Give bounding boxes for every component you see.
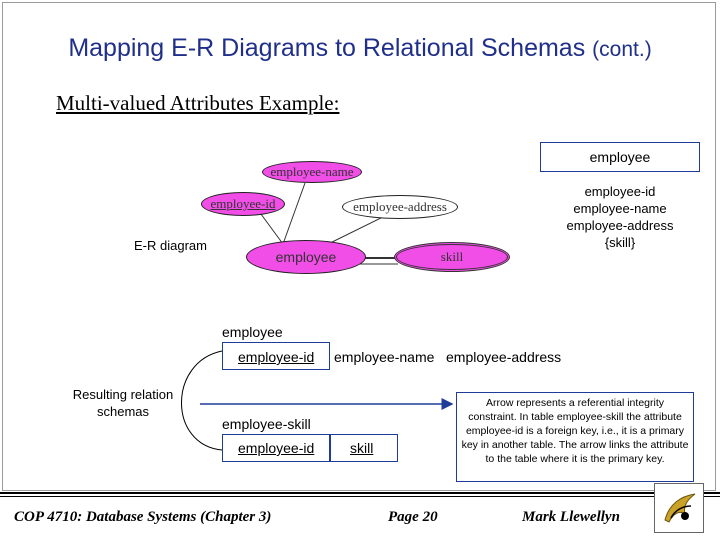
fk-curve xyxy=(181,350,223,451)
slide-title-main: Mapping E-R Diagrams to Relational Schem… xyxy=(68,34,586,62)
relation-employee-skill-col-skill: skill xyxy=(350,440,374,456)
footer-rule-top xyxy=(0,492,720,494)
relation-employee-skill-name: employee-skill xyxy=(222,416,311,432)
relations-label: Resulting relation schemas xyxy=(72,387,174,419)
slide-subtitle: Multi-valued Attributes Example: xyxy=(56,91,340,115)
footer-author: Mark Llewellyn xyxy=(522,509,620,525)
er-entity-employee: employee xyxy=(246,240,366,274)
er-attr-employee-id: employee-id xyxy=(201,192,285,216)
er-attr-employee-address: employee-address xyxy=(342,195,458,219)
slide-title: Mapping E-R Diagrams to Relational Schem… xyxy=(0,34,720,63)
er-line-id xyxy=(257,209,284,245)
footer-rule-thin xyxy=(0,496,720,497)
entity-box-title: employee xyxy=(540,142,700,172)
relation-employee-skill-skill-cell xyxy=(330,434,398,462)
relation-employee-col-id: employee-id xyxy=(238,349,315,365)
er-line-name xyxy=(282,182,306,245)
entity-box-attributes: employee-id employee-name employee-addre… xyxy=(540,183,700,251)
er-attr-employee-name: employee-name xyxy=(262,161,362,183)
er-diagram-label: E-R diagram xyxy=(134,238,207,253)
relation-employee-col-name: employee-name xyxy=(334,349,435,365)
entity-attr: {skill} xyxy=(604,235,636,250)
slide-frame xyxy=(2,2,716,491)
relation-employee-col-address: employee-address xyxy=(446,349,562,365)
er-attr-skill-multivalued: skill xyxy=(394,242,510,272)
relation-employee-name: employee xyxy=(222,324,283,340)
referential-integrity-note: Arrow represents a referential integrity… xyxy=(456,392,694,482)
relation-employee-skill-id-cell xyxy=(222,434,330,462)
relation-employee-pk-cell xyxy=(222,342,330,370)
entity-attr: employee-address xyxy=(566,218,674,233)
slide-title-cont: (cont.) xyxy=(592,38,652,61)
entity-attr: employee-id xyxy=(584,184,656,199)
ucf-pegasus-logo-icon xyxy=(654,483,704,533)
footer-course: COP 4710: Database Systems (Chapter 3) xyxy=(14,509,272,525)
relation-employee-skill-col-id: employee-id xyxy=(238,440,315,456)
footer-page: Page 20 xyxy=(388,509,438,525)
entity-attr: employee-name xyxy=(573,201,667,216)
